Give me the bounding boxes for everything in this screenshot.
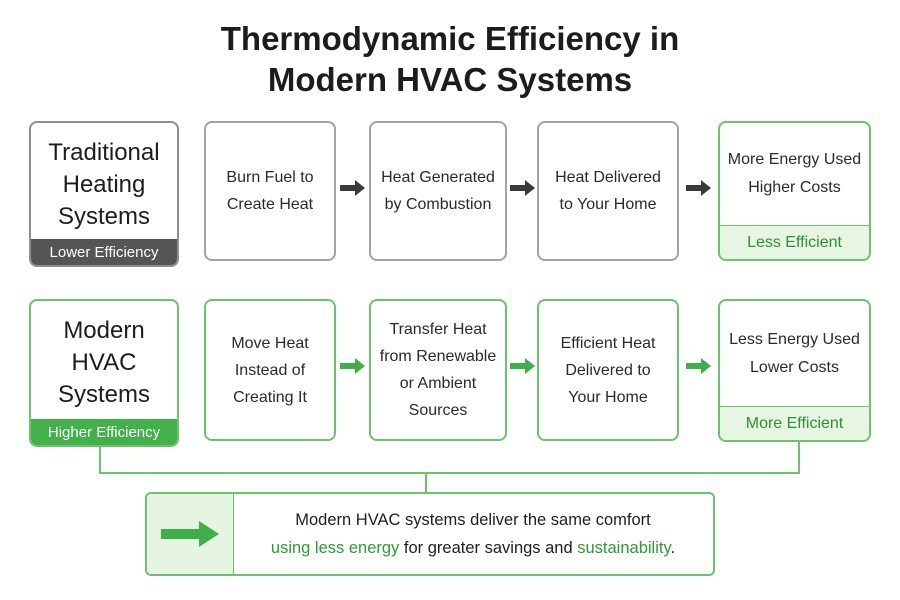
traditional-outcome-box: More Energy Used Higher Costs Less Effic…: [718, 121, 871, 261]
summary-box: Modern HVAC systems deliver the same com…: [145, 492, 715, 576]
summary-text: Modern HVAC systems deliver the same com…: [233, 494, 713, 574]
lower-efficiency-badge: Lower Efficiency: [31, 239, 177, 265]
arrow-right-icon: [686, 180, 711, 196]
traditional-system-title: Traditional Heating Systems: [48, 139, 160, 230]
title-line-1: Thermodynamic Efficiency in: [220, 20, 680, 57]
arrow-right-icon: [510, 180, 535, 196]
traditional-system-box: Traditional Heating Systems Lower Effici…: [29, 121, 179, 267]
modern-step-transfer-heat: Transfer Heat from Renewable or Ambient …: [369, 299, 507, 441]
traditional-step-combustion: Heat Generated by Combustion: [369, 121, 507, 261]
arrow-right-icon: [510, 358, 535, 374]
modern-system-box: Modern HVAC Systems Higher Efficiency: [29, 299, 179, 447]
modern-outcome-box: Less Energy Used Lower Costs More Effici…: [718, 299, 871, 442]
summary-line-1: Modern HVAC systems deliver the same com…: [295, 511, 651, 529]
more-efficient-label: More Efficient: [720, 406, 869, 440]
summary-highlight-less-energy: using less energy: [270, 539, 400, 557]
less-efficient-label: Less Efficient: [720, 225, 869, 259]
modern-system-title: Modern HVAC Systems: [57, 317, 150, 408]
summary-line-2: using less energy for greater savings an…: [270, 539, 676, 557]
summary-arrow-cell: [147, 494, 234, 574]
arrow-right-icon: [161, 521, 219, 547]
higher-efficiency-badge: Higher Efficiency: [31, 419, 177, 445]
page-title: Thermodynamic Efficiency in Modern HVAC …: [0, 18, 900, 100]
summary-highlight-sustainability: sustainability: [577, 539, 671, 557]
modern-step-move-heat: Move Heat Instead of Creating It: [204, 299, 336, 441]
modern-step-efficient-heat: Efficient Heat Delivered to Your Home: [537, 299, 679, 441]
traditional-step-burn-fuel: Burn Fuel to Create Heat: [204, 121, 336, 261]
title-line-2: Modern HVAC Systems: [267, 61, 633, 98]
arrow-right-icon: [340, 180, 365, 196]
arrow-right-icon: [340, 358, 365, 374]
traditional-step-heat-delivered: Heat Delivered to Your Home: [537, 121, 679, 261]
arrow-right-icon: [686, 358, 711, 374]
